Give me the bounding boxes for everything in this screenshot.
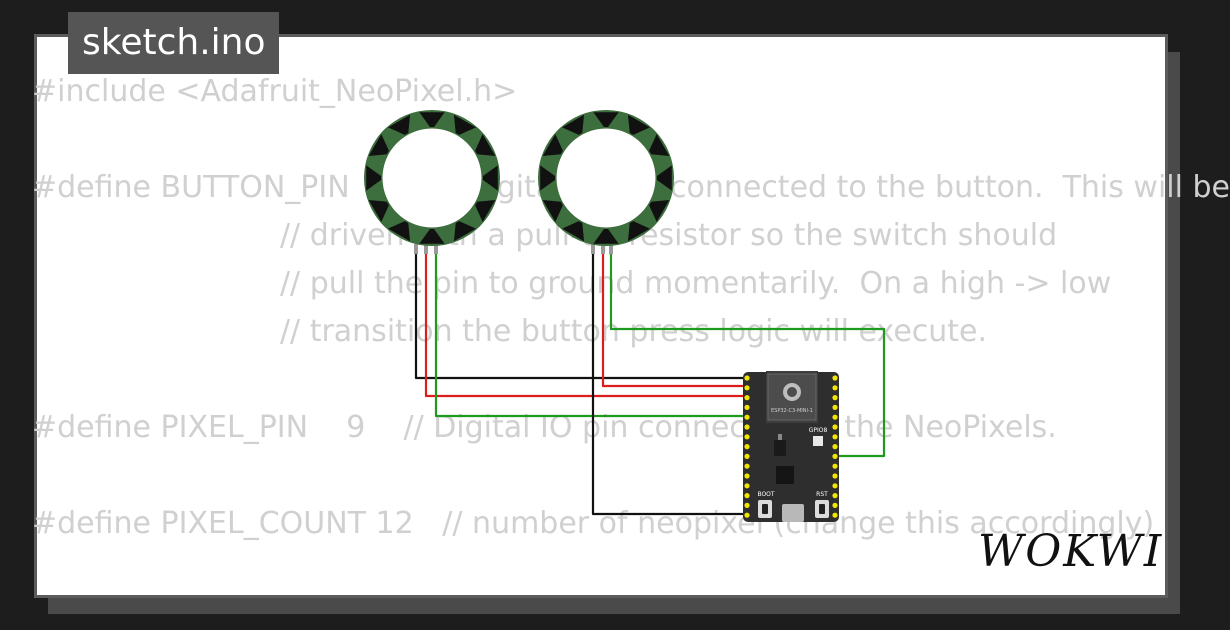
- header-pin[interactable]: [832, 502, 838, 508]
- boot-label: BOOT: [757, 491, 774, 498]
- neopixel-led: [649, 134, 670, 157]
- neopixel-ring-2[interactable]: [538, 110, 674, 246]
- neopixel-led: [368, 199, 389, 222]
- circuit-diagram: ESP32-C3-MINI-1 GPIO8 BOOT RST: [364, 110, 886, 522]
- header-pin[interactable]: [744, 434, 750, 440]
- header-pin[interactable]: [744, 473, 750, 479]
- header-pin[interactable]: [744, 512, 750, 518]
- wire-ring1-gnd: [414, 250, 747, 380]
- neopixel-led: [542, 134, 563, 157]
- header-pin[interactable]: [744, 444, 750, 450]
- header-pin[interactable]: [832, 404, 838, 410]
- neopixel-led: [475, 134, 496, 157]
- neopixel-led: [453, 114, 476, 135]
- header-pin[interactable]: [832, 385, 838, 391]
- header-pin[interactable]: [744, 493, 750, 499]
- neopixel-ring-1[interactable]: [364, 110, 500, 246]
- neopixel-led: [368, 134, 389, 157]
- header-pin[interactable]: [744, 424, 750, 430]
- header-pin[interactable]: [744, 375, 750, 381]
- wire-ring2-gnd: [591, 250, 747, 516]
- header-pin[interactable]: [744, 483, 750, 489]
- neopixel-led: [366, 165, 382, 191]
- wokwi-brand-text: WOKWI: [978, 526, 1163, 577]
- neopixel-led: [593, 228, 619, 244]
- neopixel-led: [482, 165, 498, 191]
- rst-label: RST: [816, 491, 828, 498]
- sketch-title: sketch.ino: [68, 12, 280, 74]
- header-pin[interactable]: [832, 473, 838, 479]
- ring-pins: [414, 244, 613, 254]
- wire-ring2-vcc: [601, 250, 747, 388]
- header-pin[interactable]: [832, 395, 838, 401]
- neopixel-led: [453, 221, 476, 242]
- neopixel-led: [419, 112, 445, 128]
- neopixel-led: [388, 114, 411, 135]
- code-line: #define PIXEL_COUNT 12 // number of neop…: [32, 506, 1155, 541]
- header-pins-right: [832, 375, 838, 518]
- header-pin[interactable]: [832, 414, 838, 420]
- header-pin[interactable]: [832, 444, 838, 450]
- neopixel-led: [542, 199, 563, 222]
- wokwi-logo: WOKWI: [978, 526, 1161, 577]
- header-pin[interactable]: [832, 434, 838, 440]
- neopixel-led: [593, 112, 619, 128]
- usb-chip: [776, 466, 794, 484]
- neopixel-led: [419, 228, 445, 244]
- neopixel-led: [627, 114, 650, 135]
- header-pin[interactable]: [832, 512, 838, 518]
- neopixel-led: [649, 199, 670, 222]
- led-gpio8: [813, 436, 823, 446]
- header-pin[interactable]: [744, 414, 750, 420]
- wire-ring2-din: [609, 250, 886, 458]
- header-pins-left: [744, 375, 750, 518]
- neopixel-led: [562, 221, 585, 242]
- neopixel-led: [656, 165, 672, 191]
- wire-ring1-vcc: [424, 250, 747, 398]
- esp32-c3-board[interactable]: ESP32-C3-MINI-1 GPIO8 BOOT RST: [743, 371, 839, 522]
- neopixel-led: [388, 221, 411, 242]
- module-label: ESP32-C3-MINI-1: [771, 408, 813, 414]
- neopixel-led: [627, 221, 650, 242]
- header-pin[interactable]: [744, 395, 750, 401]
- header-pin[interactable]: [832, 483, 838, 489]
- usb-connector: [782, 504, 804, 522]
- header-pin[interactable]: [744, 385, 750, 391]
- header-pin[interactable]: [744, 502, 750, 508]
- code-line: #include <Adafruit_NeoPixel.h>: [32, 74, 518, 109]
- header-pin[interactable]: [744, 453, 750, 459]
- header-pin[interactable]: [744, 463, 750, 469]
- header-pin[interactable]: [832, 453, 838, 459]
- neopixel-led: [475, 199, 496, 222]
- header-pin[interactable]: [832, 493, 838, 499]
- regulator-chip: [774, 440, 786, 456]
- header-pin[interactable]: [832, 424, 838, 430]
- neopixel-led: [562, 114, 585, 135]
- header-pin[interactable]: [832, 375, 838, 381]
- wire-ring1-din: [434, 250, 747, 418]
- header-pin[interactable]: [744, 404, 750, 410]
- neopixel-led: [540, 165, 556, 191]
- header-pin[interactable]: [832, 463, 838, 469]
- led-label: GPIO8: [809, 427, 828, 434]
